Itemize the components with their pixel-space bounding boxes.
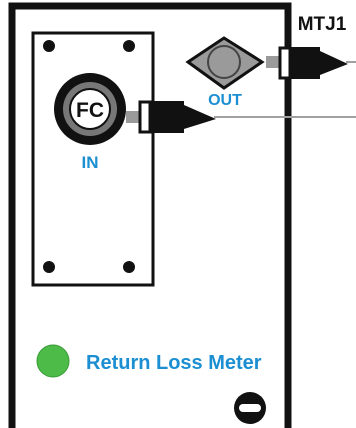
device-name-label: Return Loss Meter xyxy=(86,352,262,374)
power-button-icon[interactable] xyxy=(234,392,266,424)
out-connector-body xyxy=(290,47,320,79)
in-connector-boot xyxy=(184,105,216,129)
out-connector-ferrule xyxy=(266,56,280,68)
out-port-aperture xyxy=(207,45,241,79)
panel-screw-top-right xyxy=(123,40,135,52)
power-button-slot xyxy=(239,404,261,412)
input-port-panel xyxy=(31,31,155,287)
panel-screw-bottom-right xyxy=(123,261,135,273)
panel-screw-bottom-left xyxy=(43,261,55,273)
cable-label-mtj1: MTJ1 xyxy=(298,14,347,35)
out-port-label: OUT xyxy=(208,92,242,109)
out-connector-collar xyxy=(278,46,292,80)
in-patch-cord xyxy=(126,100,356,134)
out-patch-cord xyxy=(266,46,356,80)
out-connector-boot xyxy=(320,51,348,75)
in-connector-collar xyxy=(138,100,152,134)
panel-screw-top-left xyxy=(43,40,55,52)
fc-port-label: FC xyxy=(76,99,104,122)
instrument-housing xyxy=(8,2,292,428)
in-port-label: IN xyxy=(82,153,99,172)
fc-port-inner-face xyxy=(69,88,111,130)
status-led-icon xyxy=(36,344,70,378)
fc-input-port: FC xyxy=(54,73,126,145)
out-port xyxy=(185,36,265,90)
in-connector-ferrule xyxy=(126,111,140,123)
in-connector-body xyxy=(150,101,184,133)
